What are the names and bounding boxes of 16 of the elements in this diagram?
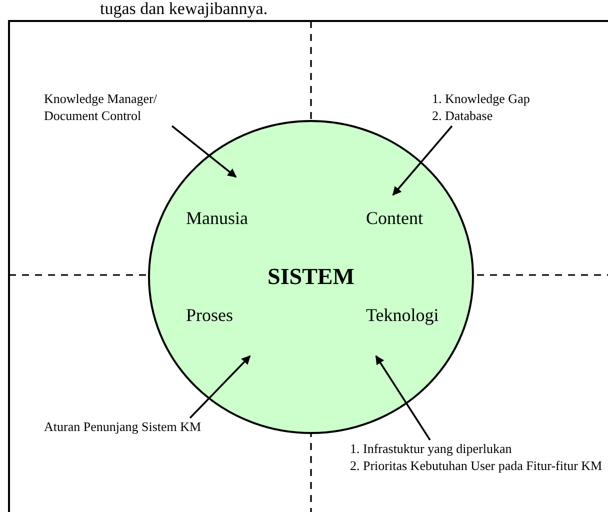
list-item: 2. Prioritas Kebutuhan User pada Fitur-fitur KM <box>350 457 604 474</box>
arrow <box>189 355 251 419</box>
quadrant-label: Content <box>366 207 424 229</box>
list-item: 1. Infrastuktur yang diperlukan <box>350 440 513 457</box>
quadrant-label: Teknologi <box>366 304 440 326</box>
quadrant-label: Proses <box>186 304 234 326</box>
list-item: 2. Database <box>432 107 494 124</box>
note-text: Aturan Penunjang Sistem KM <box>44 418 202 435</box>
center-label: SISTEM <box>268 264 354 289</box>
body-text: tugas dan kewajibannya. <box>100 0 268 18</box>
list-item: 1. Knowledge Gap <box>432 90 531 107</box>
arrow <box>375 355 431 440</box>
note-text: Knowledge Manager/ Document Control <box>44 90 158 124</box>
quadrant-label: Manusia <box>186 207 249 229</box>
arrow <box>171 125 237 178</box>
arrow <box>392 125 453 196</box>
